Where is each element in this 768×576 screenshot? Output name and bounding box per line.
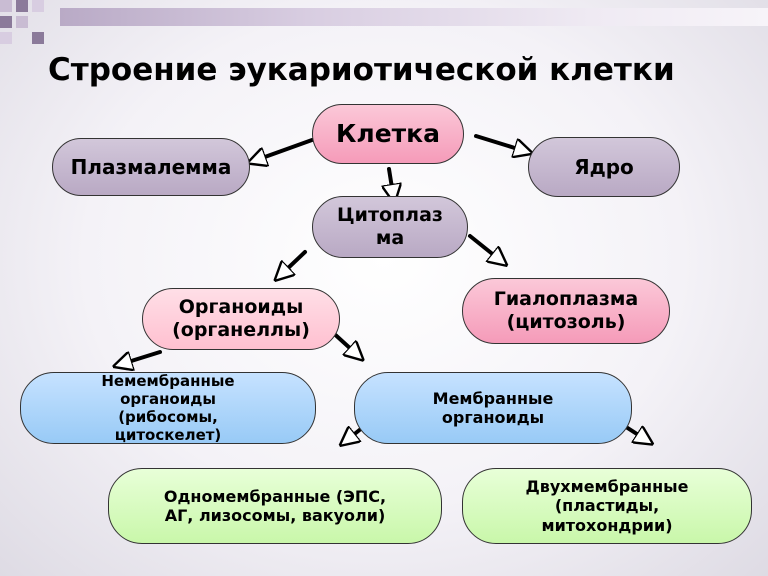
edge-cytoplasm-organoids [286,250,307,270]
edge-cell-plasmalemma [262,138,314,158]
header-stripe [60,8,768,26]
node-membrane-label: Мембранные органоиды [432,388,554,427]
node-organoids-label: Органоиды (органеллы) [172,296,310,341]
node-nonmembrane-label: Немембранные органоиды (рибосомы, цитоск… [101,372,235,444]
node-organoids: Органоиды (органеллы) [142,288,340,350]
node-double-membrane: Двухмембранные (пластиды, митохондрии) [462,468,752,544]
edge-cell-cytoplasm [389,167,392,188]
node-cell: Клетка [312,104,464,164]
node-cell-label: Клетка [335,119,441,148]
deco-square [16,0,28,12]
node-single-membrane: Одномембранные (ЭПС, АГ, лизосомы, вакуо… [108,468,442,544]
node-hyaloplasm-label: Гиалоплазма (цитозоль) [493,288,639,333]
node-plasmalemma-label: Плазмалемма [70,155,232,179]
deco-square [32,0,44,12]
page-title: Строение эукариотической клетки [48,52,675,88]
deco-square [0,32,12,44]
edge-cytoplasm-hyaloplasm [468,234,495,256]
node-cytoplasm-label: Цитоплазма [337,204,443,249]
node-plasmalemma: Плазмалемма [52,138,250,196]
edge-cell-nucleus [474,134,518,149]
node-single-membrane-label: Одномембранные (ЭПС, АГ, лизосомы, вакуо… [163,486,387,525]
node-double-membrane-label: Двухмембранные (пластиды, митохондрии) [525,477,689,535]
node-nucleus-label: Ядро [574,155,634,179]
node-nonmembrane: Немембранные органоиды (рибосомы, цитоск… [20,372,316,444]
node-cytoplasm: Цитоплазма [312,196,468,258]
node-hyaloplasm: Гиалоплазма (цитозоль) [462,278,670,344]
node-membrane: Мембранные органоиды [354,372,632,444]
deco-square [0,0,12,12]
deco-square [32,32,44,44]
node-nucleus: Ядро [528,137,680,197]
deco-square [0,16,12,28]
deco-square [16,16,28,28]
edge-organoids-nonmembrane [128,350,162,362]
